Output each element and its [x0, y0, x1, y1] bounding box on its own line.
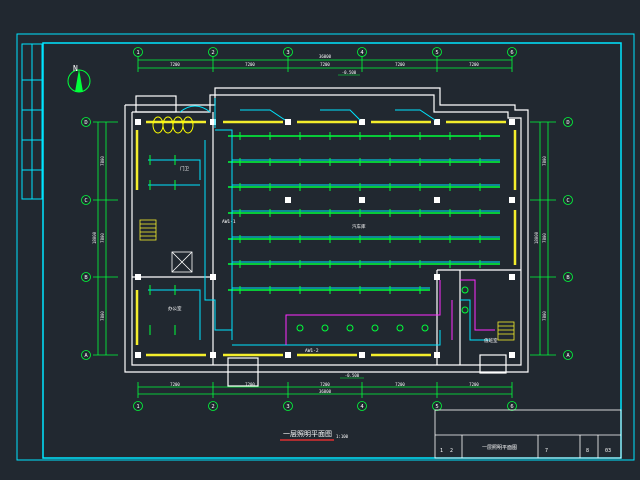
titleblock-cell-1: 1	[440, 448, 443, 454]
axis-bottom-3: 3	[286, 404, 289, 410]
axis-bottom-4: 4	[360, 404, 364, 410]
axis-top-6: 6	[510, 50, 513, 56]
drawing-frame	[16, 33, 635, 461]
axis-top-3: 3	[286, 50, 289, 56]
drawing-title: 一层照明平面图	[283, 430, 332, 438]
elev-bottom: -0.500	[345, 373, 360, 378]
dim-total-bottom: 36000	[319, 389, 332, 394]
room-label-office: 办公室	[168, 305, 182, 312]
dim-total-top: 36000	[319, 54, 332, 59]
axis-top-1: 1	[136, 50, 139, 56]
room-label-guard: 门卫	[180, 165, 189, 172]
titleblock-cell-2: 2	[450, 448, 453, 454]
right-axis-group	[530, 117, 573, 360]
title-block	[434, 409, 622, 459]
lamp-cone-icons	[152, 116, 194, 134]
titleblock-cell-4: 8	[586, 448, 589, 454]
dim-span-left-2: 7800	[100, 233, 105, 243]
elevator-icon	[171, 251, 193, 273]
magenta-circuits	[285, 279, 495, 345]
lamp-fixtures	[149, 132, 481, 335]
dim-span-bottom-5: 7200	[469, 382, 479, 387]
axis-bottom-1: 1	[136, 404, 139, 410]
dim-span-bottom-1: 7200	[170, 382, 180, 387]
building-walls	[124, 87, 529, 387]
panel-label-aw1-1: AW1-1	[222, 219, 236, 225]
axis-left-a: A	[84, 353, 88, 359]
north-label: N	[73, 64, 78, 73]
stair-block	[139, 219, 515, 341]
dim-span-right-3: 7800	[542, 311, 547, 321]
axis-top-2: 2	[211, 50, 214, 56]
titleblock-title: 一层照明平面图	[482, 445, 517, 451]
north-arrow-icon: N	[67, 64, 91, 93]
dim-span-top-5: 7200	[469, 62, 479, 67]
dim-span-left-1: 7800	[100, 156, 105, 166]
columns	[135, 119, 515, 358]
elev-top: -0.500	[342, 70, 357, 75]
axis-bottom-2: 2	[211, 404, 214, 410]
panel-label-aw1-2: AW1-2	[305, 348, 319, 354]
dim-total-right: 18000	[534, 231, 539, 244]
room-label-duty: 值班室	[484, 337, 498, 344]
dim-span-left-3: 7800	[100, 311, 105, 321]
dim-span-right-2: 7800	[542, 233, 547, 243]
dim-span-top-1: 7200	[170, 62, 180, 67]
top-axis-group	[133, 47, 517, 72]
wiring	[148, 98, 500, 346]
dim-span-top-4: 7200	[395, 62, 405, 67]
titleblock-cell-3: 7	[545, 448, 548, 454]
room-label-garage: 汽车库	[352, 223, 366, 230]
window-bands	[135, 120, 517, 357]
axis-right-b: B	[566, 275, 570, 281]
axis-right-c: C	[566, 198, 569, 204]
axis-left-c: C	[84, 198, 87, 204]
dim-span-right-1: 7800	[542, 156, 547, 166]
left-axis-group	[81, 117, 118, 360]
axis-top-4: 4	[360, 50, 364, 56]
dim-total-left: 18000	[92, 231, 97, 244]
pendant-lamps	[296, 286, 469, 332]
dim-span-bottom-4: 7200	[395, 382, 405, 387]
axis-right-a: A	[566, 353, 570, 359]
dim-span-top-2: 7200	[245, 62, 255, 67]
axis-left-d: D	[84, 120, 87, 126]
drawing-scale: 1:100	[336, 434, 349, 439]
axis-left-b: B	[84, 275, 88, 281]
axis-bottom-6: 6	[510, 404, 513, 410]
dim-span-top-3: 7200	[320, 62, 330, 67]
titleblock-cell-5: 03	[605, 448, 611, 454]
axis-top-5: 5	[435, 50, 438, 56]
dim-span-bottom-2: 7200	[245, 382, 255, 387]
bottom-axis-group	[133, 382, 517, 411]
dim-span-bottom-3: 7200	[320, 382, 330, 387]
axis-bottom-5: 5	[435, 404, 438, 410]
axis-right-d: D	[566, 120, 569, 126]
lamp-rows	[228, 135, 500, 291]
